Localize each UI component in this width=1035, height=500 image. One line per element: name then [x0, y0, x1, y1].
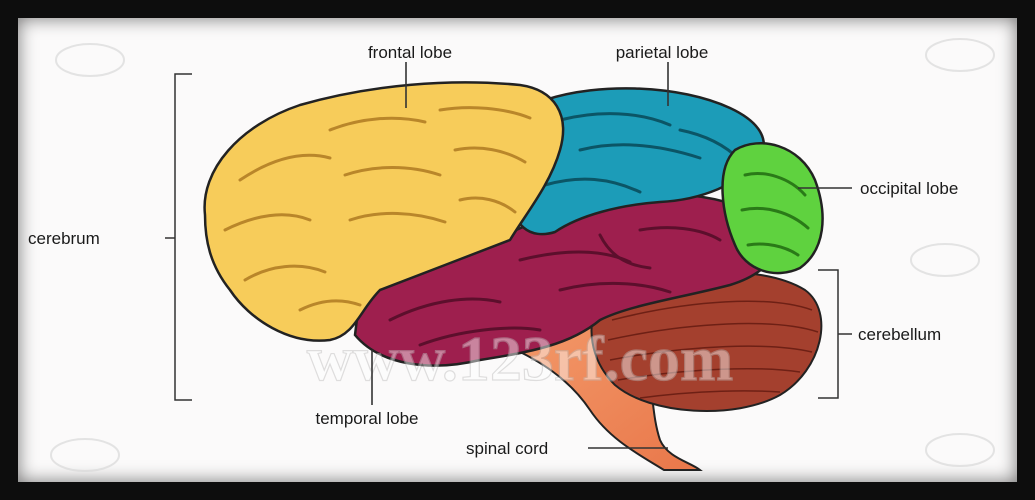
watermark-text: www.123rf.com: [307, 323, 734, 394]
watermark-stamp: [56, 44, 124, 76]
brain-diagram: www.123rf.com frontal lobe parieta: [18, 18, 1017, 482]
parietal-lobe-label: parietal lobe: [616, 43, 709, 62]
cerebrum-bracket: [165, 74, 192, 400]
diagram-panel: www.123rf.com frontal lobe parieta: [18, 18, 1017, 482]
cerebrum-label: cerebrum: [28, 229, 100, 248]
watermark-stamp: [911, 244, 979, 276]
temporal-lobe-label: temporal lobe: [315, 409, 418, 428]
spinal-cord-label: spinal cord: [466, 439, 548, 458]
watermark-stamp: [51, 439, 119, 471]
cerebellum-bracket: [818, 270, 852, 398]
occipital-lobe-label: occipital lobe: [860, 179, 958, 198]
frontal-lobe-label: frontal lobe: [368, 43, 452, 62]
cerebellum-label: cerebellum: [858, 325, 941, 344]
watermark-stamp: [926, 39, 994, 71]
watermark-stamp: [926, 434, 994, 466]
